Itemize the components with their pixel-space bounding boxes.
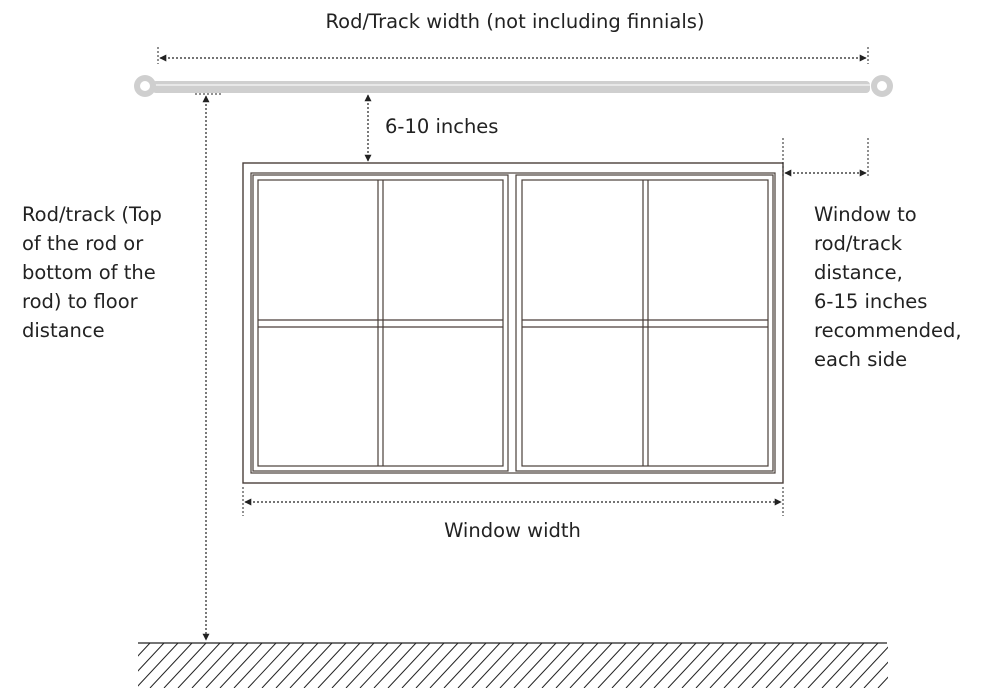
floor-hatch-line [163,643,207,688]
floor-hatch-line [289,643,333,688]
floor-hatch-line [779,643,823,688]
right-finial-icon [871,75,893,97]
rod-to-floor-label: Rod/track (Top of the rod or bottom of t… [22,200,162,345]
floor-hatch-line [401,643,445,688]
floor-hatch-line [737,643,781,688]
floor-hatch-line [443,643,487,688]
floor-hatch-line [793,643,837,688]
floor [138,642,888,688]
rod-to-floor-label-line: bottom of the [22,261,156,284]
floor-hatch-line [765,643,809,688]
side-distance-label-line: distance, [814,261,903,284]
window-width-label: Window width [444,519,581,542]
floor-hatch-line [597,643,641,688]
floor-hatch-line [138,643,165,672]
floor-hatch-line [569,643,613,688]
floor-hatch-line [457,643,501,688]
rod-to-floor-label-line: rod) to floor [22,290,138,313]
floor-hatch-line [359,643,403,688]
floor-hatch-line [653,643,697,688]
side-distance-label: Window to rod/track distance, 6-15 inche… [814,200,962,374]
side-distance-label-line: Window to [814,203,917,226]
window [242,162,784,484]
floor-hatch-line [331,643,375,688]
left-finial-icon [134,75,156,97]
floor-hatch-line [541,643,585,688]
floor-hatch-line [835,643,879,688]
window-outer-frame [242,162,784,484]
rod-width-label: Rod/Track width (not including finnials) [325,10,705,33]
floor-hatch-line [751,643,795,688]
floor-hatch-line [205,643,249,688]
floor-hatch-line [303,643,347,688]
window-width-dimension [242,487,784,516]
floor-hatch-line [317,643,361,688]
floor-hatch-line [821,643,865,688]
floor-hatch-line [513,643,557,688]
floor-hatch-line [667,643,711,688]
curtain-rod [134,75,893,97]
floor-hatch-line [387,643,431,688]
floor-hatch-line [345,643,389,688]
floor-hatch-line [429,643,473,688]
floor-hatch-line [849,646,888,688]
floor-hatch-line [149,643,193,688]
floor-hatch-line [138,643,151,657]
floor-hatch-line [261,643,305,688]
rod-to-floor-label-line: Rod/track (Top [22,203,162,226]
floor-hatch-line [723,643,767,688]
floor-hatch-line [233,643,277,688]
side-distance-label-line: 6-15 inches [814,290,928,313]
floor-hatch-line [681,643,725,688]
floor-hatch-line [177,643,221,688]
floor-hatch-line [191,643,235,688]
side-distance-label-line: each side [814,348,908,371]
floor-hatch-line [555,643,599,688]
floor-hatch-line [275,643,319,688]
floor-hatch-line [499,643,543,688]
floor-hatch-line [471,643,515,688]
floor-hatch-line [247,643,291,688]
floor-hatch-line [877,676,888,688]
side-distance-label-line: rod/track [814,232,903,255]
window-inner-frame [250,172,776,474]
side-distance-dimension [782,138,869,177]
left-sash [252,174,509,472]
rod-to-floor-dimension [195,93,222,641]
floor-hatch-line [695,643,739,688]
right-sash [515,174,774,472]
floor-hatch-line [709,643,753,688]
side-distance-label-line: recommended, [814,319,962,342]
floor-hatch-line [583,643,627,688]
floor-hatch-line [807,643,851,688]
floor-hatch-line [373,643,417,688]
floor-hatch-line [639,643,683,688]
rod-width-dimension [157,47,869,64]
floor-hatch-line [611,643,655,688]
floor-hatch-line [138,643,179,687]
rod-to-floor-label-line: distance [22,319,105,342]
floor-hatch-line [527,643,571,688]
floor-hatch-line [415,643,459,688]
floor-hatch-line [863,661,888,688]
floor-hatch-line [219,643,263,688]
drop-label: 6-10 inches [385,115,499,138]
floor-hatch-line [485,643,529,688]
rod-to-floor-label-line: of the rod or [22,232,144,255]
floor-hatch-line [625,643,669,688]
